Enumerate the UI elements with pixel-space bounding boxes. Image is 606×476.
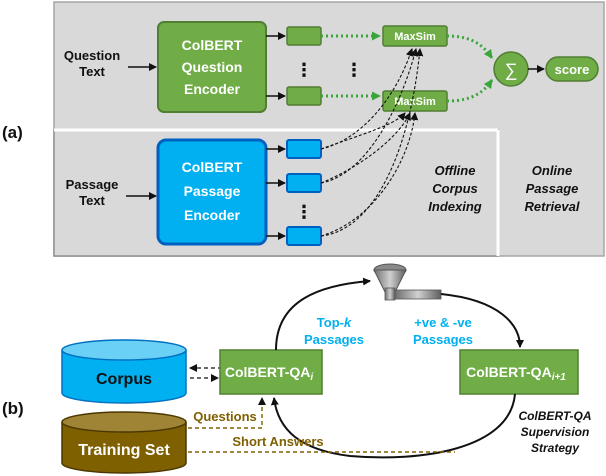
question-text-label-line1: Question — [64, 48, 120, 63]
panel-a-label: (a) — [2, 123, 23, 142]
colbert-qa-next-label: ColBERT-QAi+1 — [466, 364, 566, 383]
maxsim-ellipsis: ⋮ — [345, 60, 363, 80]
questions-label: Questions — [193, 409, 257, 424]
question-encoder-line2: Question — [182, 59, 243, 75]
online-label-line3: Retrieval — [525, 199, 580, 214]
passage-encoder-line1: ColBERT — [182, 159, 243, 175]
offline-label-line3: Indexing — [428, 199, 482, 214]
pos-neg-label-line2: Passages — [413, 332, 473, 347]
panel-a: (a) Question Text ColBERT Question Encod… — [2, 1, 605, 257]
short-answers-label: Short Answers — [232, 434, 323, 449]
passage-encoder-line2: Passage — [184, 183, 241, 199]
question-encoder-box — [157, 21, 267, 113]
score-label: score — [555, 62, 590, 77]
passage-encoder-box — [156, 138, 268, 246]
topk-label-line1: Top-k — [317, 315, 352, 330]
passage-embeddings-ellipsis: ⋮ — [295, 202, 313, 222]
colbert-qa-i-box — [219, 349, 323, 395]
online-label-line1: Online — [532, 163, 572, 178]
funnel-icon — [373, 263, 442, 301]
passage-embedding-1 — [286, 139, 322, 159]
question-embeddings-ellipsis: ⋮ — [295, 60, 313, 80]
maxsim-label-top: MaxSim — [394, 31, 436, 43]
corpus-cylinder: Corpus — [61, 339, 187, 404]
offline-label-line1: Offline — [435, 163, 476, 178]
passage-text-label-line2: Text — [79, 193, 105, 208]
passage-embedding-3 — [286, 226, 322, 246]
question-embedding-top — [286, 26, 322, 46]
panel-b-label: (b) — [2, 399, 24, 418]
question-encoder-line3: Encoder — [184, 81, 241, 97]
online-label-line2: Passage — [526, 181, 579, 196]
passage-encoder-line3: Encoder — [184, 207, 241, 223]
offline-label-line2: Corpus — [432, 181, 478, 196]
corpus-label: Corpus — [96, 371, 152, 388]
strategy-label-line2: Supervision — [521, 425, 590, 439]
passage-text-label-line1: Passage — [66, 177, 119, 192]
question-text-label-line2: Text — [79, 64, 105, 79]
question-embedding-bottom — [286, 86, 322, 106]
strategy-label-line3: Strategy — [531, 441, 580, 455]
strategy-label-line1: ColBERT-QA — [518, 409, 591, 423]
colbert-qa-next-box — [459, 349, 579, 395]
question-encoder-line1: ColBERT — [182, 37, 243, 53]
colbert-qa-i-label: ColBERT-QAi — [225, 364, 314, 383]
sum-symbol: ∑ — [505, 60, 518, 80]
score-node — [545, 56, 599, 82]
pos-neg-label-line1: +ve & -ve — [414, 315, 471, 330]
topk-label-line2: Passages — [304, 332, 364, 347]
panel-b: (b) Corpus Training Set ColBERT-QAi ColB… — [2, 263, 592, 474]
maxsim-label-bottom: MaxSim — [394, 96, 436, 108]
training-set-cylinder: Training Set — [61, 411, 187, 474]
passage-embedding-2 — [286, 173, 322, 193]
offline-indexing-panel — [53, 129, 499, 257]
passage-to-maxsim-arrows — [320, 48, 424, 237]
training-set-label: Training Set — [78, 442, 170, 459]
